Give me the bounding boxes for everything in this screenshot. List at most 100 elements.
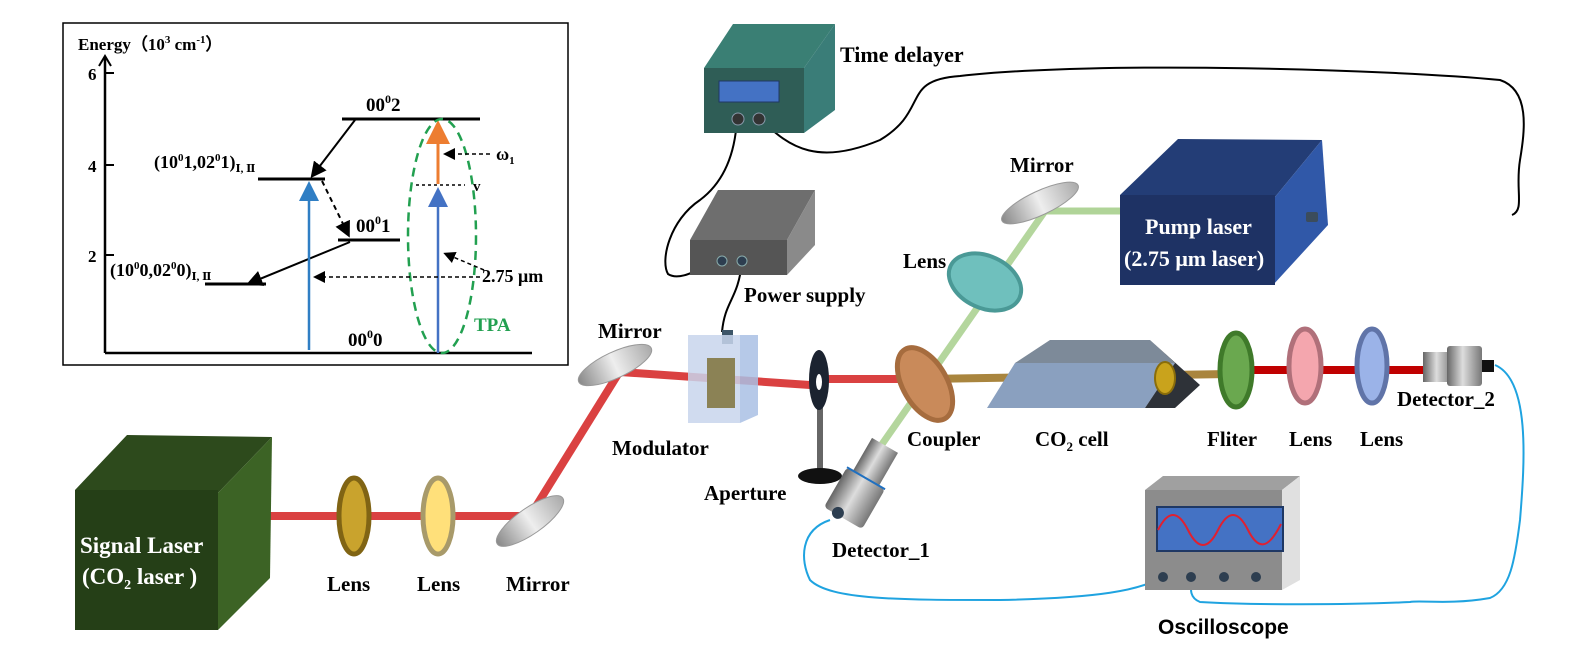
y-axis-arrow-icon [98, 54, 112, 67]
coupler-disc [894, 345, 956, 423]
detector-1[interactable] [822, 434, 904, 532]
virtual-level-label: v [473, 179, 481, 195]
decay-arrow-0001-10000 [246, 241, 351, 286]
pump-laser-front [1120, 195, 1275, 285]
mirror-middle[interactable] [573, 336, 656, 393]
mirror-middle-label: Mirror [598, 319, 662, 343]
lens-right-2-disc [1354, 326, 1390, 406]
cable-detector2-to-scope [1190, 364, 1525, 606]
detector-2[interactable] [1423, 346, 1494, 386]
aperture-base [798, 468, 842, 484]
oscilloscope-knob-4[interactable] [1251, 572, 1261, 582]
pump-laser-top [1120, 139, 1322, 197]
lens-right-2[interactable] [1354, 326, 1390, 406]
mirror-top-disc [1001, 181, 1079, 225]
signal-laser-front [75, 490, 218, 630]
modulator-crystal [707, 358, 735, 408]
power-supply-side [787, 190, 815, 275]
lens-bottom-1-disc [336, 475, 372, 557]
pump-laser[interactable] [1120, 139, 1328, 285]
omega-label: ω1 [496, 144, 515, 167]
diagram-frame [62, 22, 569, 366]
coupler[interactable] [886, 338, 964, 429]
aperture[interactable] [798, 350, 842, 484]
lens-right-1-label: Lens [1289, 427, 1332, 451]
detector-2-port [1482, 360, 1494, 372]
mirror-top-label: Mirror [1010, 153, 1074, 177]
signal-laser-side [218, 437, 272, 630]
detector-1-body-a [852, 437, 898, 488]
co2-cell-window [1154, 361, 1176, 395]
relax-arrow-10001-0001 [321, 180, 350, 238]
time-delayer-label: Time delayer [840, 42, 964, 67]
lens-bottom-1-label: Lens [327, 572, 370, 596]
modulator-label: Modulator [612, 436, 709, 460]
detector-1-port [831, 506, 844, 519]
filter[interactable] [1217, 330, 1255, 410]
pump-laser-port[interactable] [1306, 212, 1318, 222]
oscilloscope-knob-2[interactable] [1186, 572, 1196, 582]
lens-bottom-2-disc [420, 475, 456, 557]
energy-level-diagram: 6 4 2 Energy（103 cm-1） 0002 (1001,0201)Ⅰ… [62, 22, 569, 366]
modulator[interactable] [688, 330, 758, 423]
time-delayer-port-2[interactable] [752, 112, 766, 126]
lens-right-1-disc [1286, 326, 1324, 406]
level-10001-label: (1001,0201)Ⅰ, Ⅱ [154, 152, 255, 175]
tpa-label: TPA [474, 315, 511, 336]
oscilloscope-label: Oscilloscope [1158, 616, 1289, 639]
detector-2-label: Detector_2 [1397, 387, 1495, 411]
signal-beam-2 [526, 368, 624, 519]
oscilloscope-knob-1[interactable] [1158, 572, 1168, 582]
time-delayer[interactable] [704, 24, 835, 133]
co2-cell-label: CO2 cell [1035, 427, 1109, 454]
tick-label-2: 2 [88, 247, 97, 266]
level-0000-label: 0000 [348, 327, 383, 351]
oscilloscope[interactable] [1145, 476, 1300, 590]
level-0002-label: 0002 [366, 92, 401, 116]
mirror-bottom-disc [495, 495, 565, 547]
level-10000-label: (1000,0200)Ⅰ, Ⅱ [110, 260, 211, 283]
tick-label-6: 6 [88, 65, 97, 84]
decay-arrow-0002-10001 [310, 119, 356, 179]
oscilloscope-knob-3[interactable] [1219, 572, 1229, 582]
lens-top-label: Lens [903, 249, 946, 273]
detector-2-body-b [1447, 346, 1482, 386]
power-supply-port-1[interactable] [716, 255, 728, 267]
cables [664, 66, 1525, 606]
level-0001-label: 0001 [356, 213, 391, 237]
power-supply[interactable] [690, 190, 815, 275]
time-delayer-top [704, 24, 835, 68]
signal-laser-label-1: Signal Laser [80, 533, 203, 558]
signal-laser[interactable] [75, 435, 272, 630]
coupler-label: Coupler [907, 427, 981, 451]
detector-1-label: Detector_1 [832, 538, 930, 562]
aperture-hole [816, 374, 822, 390]
mirror-bottom[interactable] [490, 487, 570, 554]
lens-top[interactable] [940, 242, 1031, 321]
cable-detector1-to-scope [803, 519, 1161, 602]
co2-cell-front [987, 363, 1175, 408]
signal-laser-label-2: (CO2 laser ) [82, 564, 197, 593]
filter-label: Fliter [1207, 427, 1257, 451]
lens-right-1[interactable] [1286, 326, 1324, 406]
cable-delayer-to-power [664, 117, 738, 278]
time-delayer-side [804, 24, 835, 133]
modulator-housing-side [740, 335, 758, 423]
mirror-bottom-label: Mirror [506, 572, 570, 596]
lens-bottom-1[interactable] [336, 475, 372, 557]
mirror-top[interactable] [997, 174, 1083, 231]
oscilloscope-waveform [1157, 514, 1282, 546]
filter-disc [1217, 330, 1255, 410]
lens-bottom-2[interactable] [420, 475, 456, 557]
time-delayer-display [718, 80, 780, 103]
time-delayer-port-1[interactable] [731, 112, 745, 126]
aperture-post [817, 400, 823, 475]
power-supply-label: Power supply [744, 283, 866, 307]
detector-1-ring [846, 466, 886, 491]
co2-cell-top [1015, 340, 1175, 363]
co2-cell[interactable] [987, 340, 1200, 408]
tick-label-4: 4 [88, 157, 97, 176]
mirror-middle-disc [577, 343, 653, 387]
power-supply-port-2[interactable] [736, 255, 748, 267]
